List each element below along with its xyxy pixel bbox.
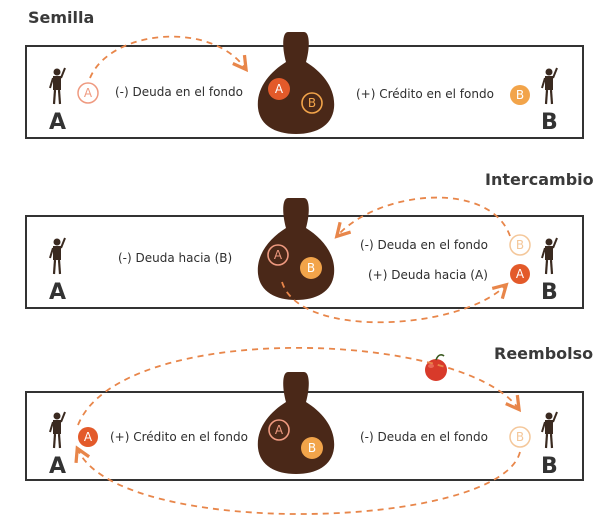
svg-text:B: B [308,441,316,455]
section-title-intercambio: Intercambio [485,170,594,189]
apple-icon [425,355,447,381]
pot-icon: A B [258,32,334,134]
label-debt-fund: (-) Deuda en el fondo [360,238,488,252]
svg-text:B: B [516,430,524,444]
label-debt-to-a: (+) Deuda hacia (A) [368,268,488,282]
token-b-text: B [516,88,524,102]
label-credit-fund: (+) Crédito en el fondo [356,87,494,101]
label-debt-fund: (-) Deuda en el fondo [115,85,243,99]
person-b-label: B [541,280,558,305]
section-title-semilla: Semilla [28,8,94,27]
person-b-icon [542,412,557,448]
svg-text:A: A [274,248,283,262]
arrow-seed [90,37,245,78]
person-a-label: A [49,454,66,479]
svg-text:B: B [307,261,315,275]
person-a-icon [50,238,65,274]
label-credit-fund: (+) Crédito en el fondo [110,430,248,444]
person-a-icon [50,412,65,448]
label-debt-fund: (-) Deuda en el fondo [360,430,488,444]
person-b-icon [542,238,557,274]
person-a-label: A [49,110,66,135]
person-b-label: B [541,454,558,479]
token-a-text: A [84,86,93,100]
person-b-icon [542,68,557,104]
svg-text:B: B [308,96,316,110]
svg-text:A: A [275,82,284,96]
svg-text:B: B [516,238,524,252]
svg-text:A: A [516,267,525,281]
person-b-label: B [541,110,558,135]
section-title-reembolso: Reembolso [494,344,593,363]
svg-text:A: A [84,430,93,444]
person-a-label: A [49,280,66,305]
pot-icon: A B [258,372,334,474]
person-a-icon [50,68,65,104]
pot-icon: A B [258,198,334,300]
svg-text:A: A [275,423,284,437]
label-debt-to-b: (-) Deuda hacia (B) [118,251,232,265]
